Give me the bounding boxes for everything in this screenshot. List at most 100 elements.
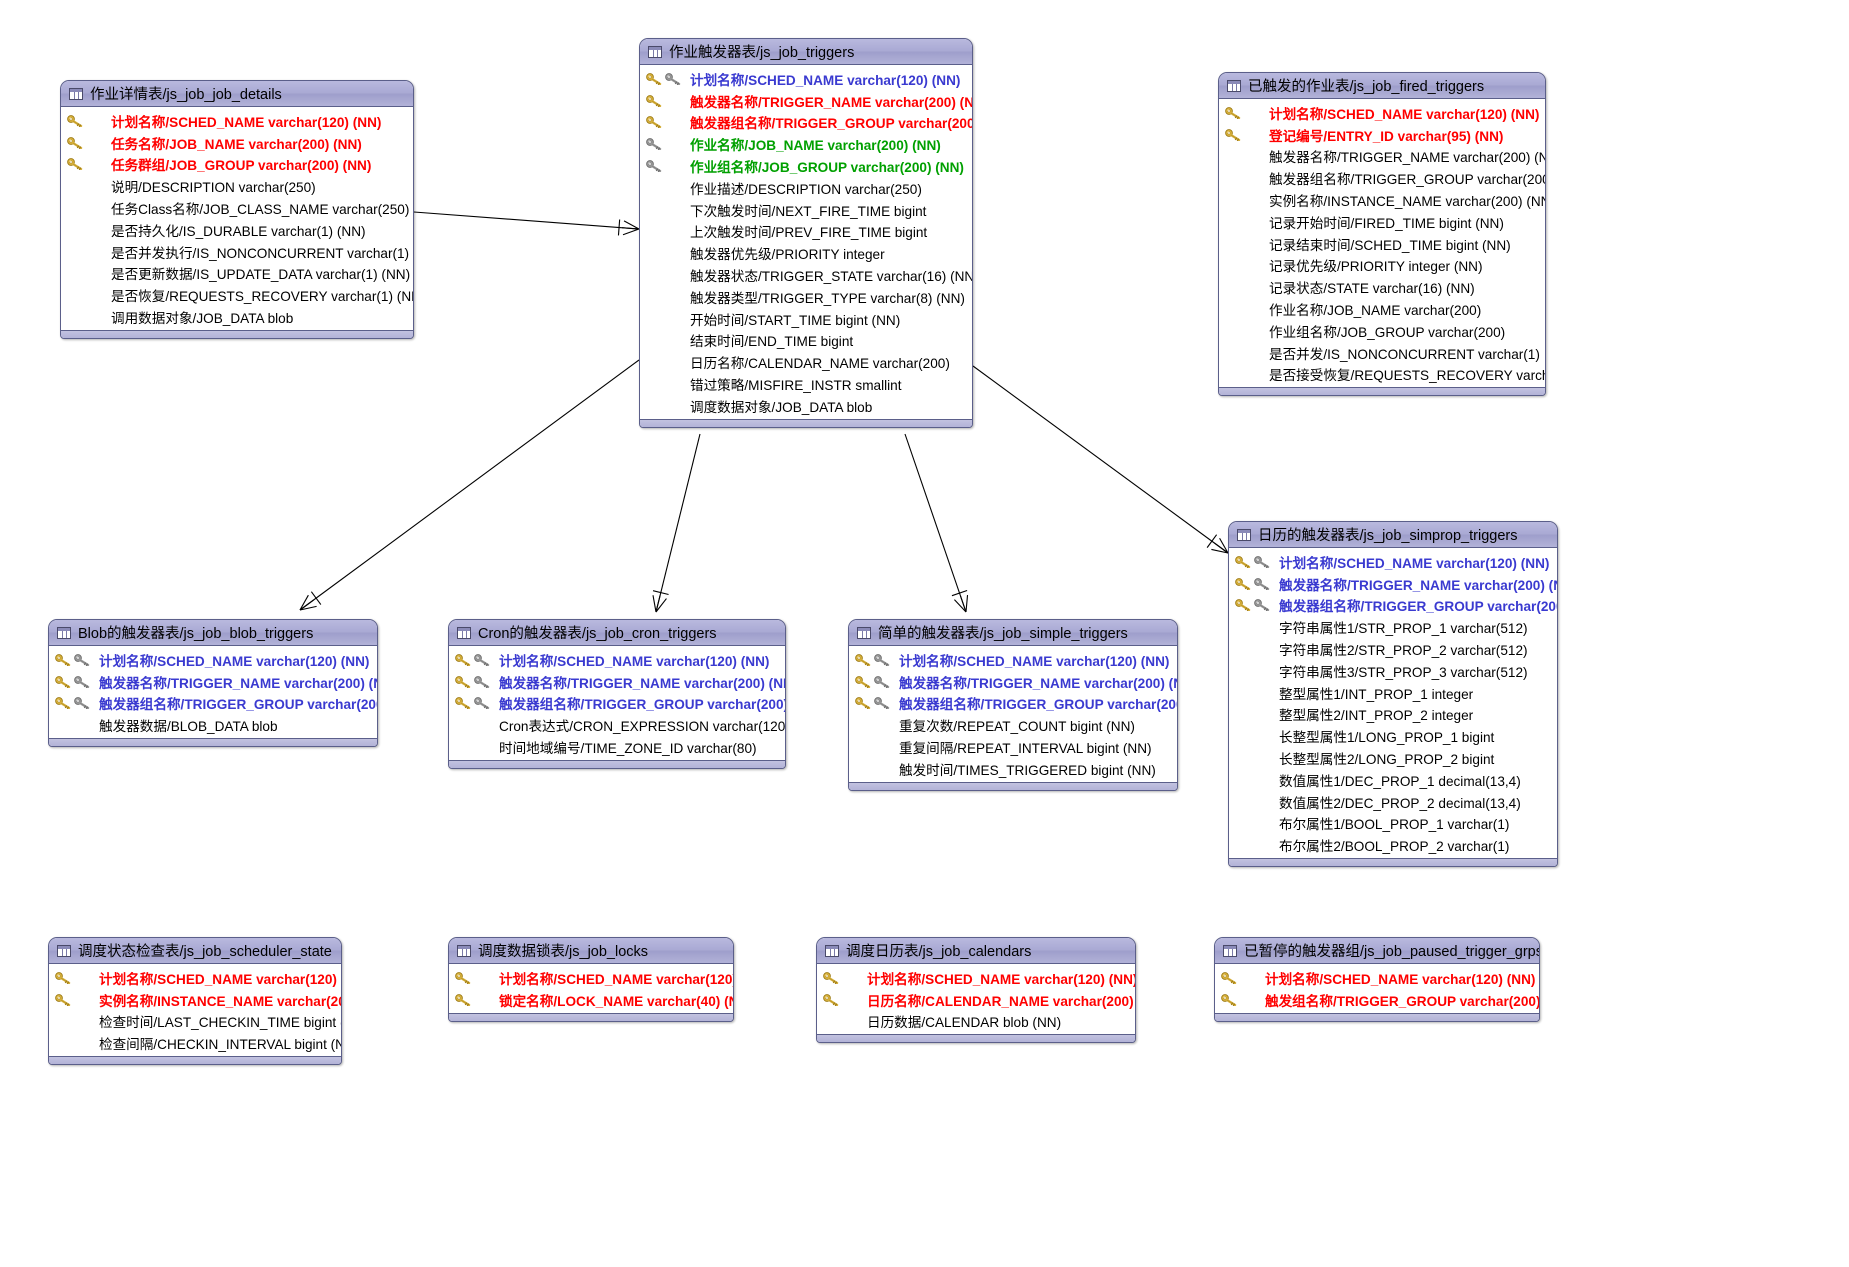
attribute-row[interactable]: 是否并发/IS_NONCONCURRENT varchar(1): [1219, 342, 1545, 364]
attribute-row[interactable]: 计划名称/SCHED_NAME varchar(120) (NN): [449, 649, 785, 671]
attribute-row[interactable]: Cron表达式/CRON_EXPRESSION varchar(120) (NN…: [449, 714, 785, 736]
attribute-row[interactable]: 触发组名称/TRIGGER_GROUP varchar(200) (NN): [1215, 989, 1539, 1011]
attribute-row[interactable]: 布尔属性2/BOOL_PROP_2 varchar(1): [1229, 834, 1557, 856]
attribute-row[interactable]: 作业名称/JOB_NAME varchar(200) (NN): [640, 133, 972, 155]
attribute-row[interactable]: 触发器名称/TRIGGER_NAME varchar(200) (NN): [1219, 146, 1545, 168]
attribute-row[interactable]: 计划名称/SCHED_NAME varchar(120) (NN): [849, 649, 1177, 671]
attribute-row[interactable]: 是否恢复/REQUESTS_RECOVERY varchar(1) (NN): [61, 284, 413, 306]
attribute-row[interactable]: 开始时间/START_TIME bigint (NN): [640, 308, 972, 330]
entity-simple_triggers[interactable]: 简单的触发器表/js_job_simple_triggers 计划名称/SCHED…: [848, 619, 1178, 791]
attribute-row[interactable]: 数值属性2/DEC_PROP_2 decimal(13,4): [1229, 791, 1557, 813]
attribute-row[interactable]: 触发器优先级/PRIORITY integer: [640, 242, 972, 264]
attribute-row[interactable]: 作业组名称/JOB_GROUP varchar(200): [1219, 320, 1545, 342]
entity-simprop_triggers[interactable]: 日历的触发器表/js_job_simprop_triggers 计划名称/SCHE…: [1228, 521, 1558, 868]
attribute-row[interactable]: 日历名称/CALENDAR_NAME varchar(200) (NN): [817, 989, 1135, 1011]
attribute-row[interactable]: 作业组名称/JOB_GROUP varchar(200) (NN): [640, 155, 972, 177]
attribute-row[interactable]: 记录开始时间/FIRED_TIME bigint (NN): [1219, 211, 1545, 233]
attribute-row[interactable]: 记录结束时间/SCHED_TIME bigint (NN): [1219, 233, 1545, 255]
attribute-row[interactable]: 长整型属性1/LONG_PROP_1 bigint: [1229, 725, 1557, 747]
entity-job_triggers[interactable]: 作业触发器表/js_job_triggers 计划名称/SCHED_NAME va…: [639, 38, 973, 428]
attribute-row[interactable]: 触发器组名称/TRIGGER_GROUP varchar(200) (NN): [849, 693, 1177, 715]
attribute-row[interactable]: 锁定名称/LOCK_NAME varchar(40) (NN): [449, 989, 733, 1011]
attribute-row[interactable]: 计划名称/SCHED_NAME varchar(120) (NN): [1219, 102, 1545, 124]
attribute-row[interactable]: 触发器组名称/TRIGGER_GROUP varchar(200) (NN): [49, 693, 377, 715]
attribute-row[interactable]: 调用数据对象/JOB_DATA blob: [61, 306, 413, 328]
attribute-row[interactable]: 上次触发时间/PREV_FIRE_TIME bigint: [640, 221, 972, 243]
attribute-row[interactable]: 作业描述/DESCRIPTION varchar(250): [640, 177, 972, 199]
attribute-row[interactable]: 任务Class名称/JOB_CLASS_NAME varchar(250) (N…: [61, 197, 413, 219]
attribute-row[interactable]: 整型属性1/INT_PROP_1 integer: [1229, 682, 1557, 704]
attribute-row[interactable]: 计划名称/SCHED_NAME varchar(120) (NN): [49, 649, 377, 671]
attribute-row[interactable]: 结束时间/END_TIME bigint: [640, 330, 972, 352]
entity-header-job_triggers[interactable]: 作业触发器表/js_job_triggers: [640, 39, 972, 65]
attribute-row[interactable]: 实例名称/INSTANCE_NAME varchar(200) (NN): [1219, 189, 1545, 211]
entity-header-calendars[interactable]: 调度日历表/js_job_calendars: [817, 938, 1135, 964]
attribute-row[interactable]: 计划名称/SCHED_NAME varchar(120) (NN): [640, 68, 972, 90]
attribute-row[interactable]: 触发器名称/TRIGGER_NAME varchar(200) (NN): [449, 671, 785, 693]
attribute-row[interactable]: 布尔属性1/BOOL_PROP_1 varchar(1): [1229, 813, 1557, 835]
entity-header-fired_triggers[interactable]: 已触发的作业表/js_job_fired_triggers: [1219, 73, 1545, 99]
attribute-row[interactable]: 触发器数据/BLOB_DATA blob: [49, 714, 377, 736]
attribute-row[interactable]: 任务群组/JOB_GROUP varchar(200) (NN): [61, 154, 413, 176]
attribute-row[interactable]: 检查时间/LAST_CHECKIN_TIME bigint (NN): [49, 1011, 341, 1033]
attribute-row[interactable]: 计划名称/SCHED_NAME varchar(120) (NN): [61, 110, 413, 132]
attribute-row[interactable]: 登记编号/ENTRY_ID varchar(95) (NN): [1219, 124, 1545, 146]
attribute-row[interactable]: 触发器组名称/TRIGGER_GROUP varchar(200) (NN): [449, 693, 785, 715]
attribute-row[interactable]: 触发器名称/TRIGGER_NAME varchar(200) (NN): [1229, 573, 1557, 595]
entity-header-paused_trigger_grps[interactable]: 已暂停的触发器组/js_job_paused_trigger_grps: [1215, 938, 1539, 964]
attribute-row[interactable]: 计划名称/SCHED_NAME varchar(120) (NN): [1215, 967, 1539, 989]
attribute-row[interactable]: 作业名称/JOB_NAME varchar(200): [1219, 298, 1545, 320]
entity-calendars[interactable]: 调度日历表/js_job_calendars 计划名称/SCHED_NAME va…: [816, 937, 1136, 1044]
attribute-row[interactable]: 触发器类型/TRIGGER_TYPE varchar(8) (NN): [640, 286, 972, 308]
attribute-row[interactable]: 记录状态/STATE varchar(16) (NN): [1219, 276, 1545, 298]
attribute-row[interactable]: 实例名称/INSTANCE_NAME varchar(200) (NN): [49, 989, 341, 1011]
entity-header-job_details[interactable]: 作业详情表/js_job_job_details: [61, 81, 413, 107]
entity-blob_triggers[interactable]: Blob的触发器表/js_job_blob_triggers 计划名称/SCHED…: [48, 619, 378, 748]
entity-paused_trigger_grps[interactable]: 已暂停的触发器组/js_job_paused_trigger_grps 计划名称/…: [1214, 937, 1540, 1022]
attribute-row[interactable]: 字符串属性1/STR_PROP_1 varchar(512): [1229, 616, 1557, 638]
attribute-row[interactable]: 日历数据/CALENDAR blob (NN): [817, 1011, 1135, 1033]
attribute-row[interactable]: 触发器名称/TRIGGER_NAME varchar(200) (NN): [49, 671, 377, 693]
entity-scheduler_state[interactable]: 调度状态检查表/js_job_scheduler_state 计划名称/SCHED…: [48, 937, 342, 1066]
entity-cron_triggers[interactable]: Cron的触发器表/js_job_cron_triggers 计划名称/SCHED…: [448, 619, 786, 769]
attribute-row[interactable]: 是否并发执行/IS_NONCONCURRENT varchar(1) (NN): [61, 241, 413, 263]
entity-header-cron_triggers[interactable]: Cron的触发器表/js_job_cron_triggers: [449, 620, 785, 646]
entity-header-blob_triggers[interactable]: Blob的触发器表/js_job_blob_triggers: [49, 620, 377, 646]
attribute-row[interactable]: 调度数据对象/JOB_DATA blob: [640, 395, 972, 417]
attribute-row[interactable]: 触发器组名称/TRIGGER_GROUP varchar(200) (NN): [1229, 595, 1557, 617]
attribute-row[interactable]: 日历名称/CALENDAR_NAME varchar(200): [640, 351, 972, 373]
attribute-row[interactable]: 计划名称/SCHED_NAME varchar(120) (NN): [817, 967, 1135, 989]
attribute-row[interactable]: 触发时间/TIMES_TRIGGERED bigint (NN): [849, 758, 1177, 780]
attribute-row[interactable]: 触发器名称/TRIGGER_NAME varchar(200) (NN): [640, 90, 972, 112]
attribute-row[interactable]: 记录优先级/PRIORITY integer (NN): [1219, 255, 1545, 277]
attribute-row[interactable]: 是否更新数据/IS_UPDATE_DATA varchar(1) (NN): [61, 263, 413, 285]
entity-header-scheduler_state[interactable]: 调度状态检查表/js_job_scheduler_state: [49, 938, 341, 964]
attribute-row[interactable]: 计划名称/SCHED_NAME varchar(120) (NN): [49, 967, 341, 989]
attribute-row[interactable]: 是否持久化/IS_DURABLE varchar(1) (NN): [61, 219, 413, 241]
attribute-row[interactable]: 是否接受恢复/REQUESTS_RECOVERY varchar(1): [1219, 364, 1545, 386]
entity-header-simprop_triggers[interactable]: 日历的触发器表/js_job_simprop_triggers: [1229, 522, 1557, 548]
entity-fired_triggers[interactable]: 已触发的作业表/js_job_fired_triggers 计划名称/SCHED_…: [1218, 72, 1546, 397]
attribute-row[interactable]: 长整型属性2/LONG_PROP_2 bigint: [1229, 747, 1557, 769]
attribute-row[interactable]: 字符串属性2/STR_PROP_2 varchar(512): [1229, 638, 1557, 660]
attribute-row[interactable]: 检查间隔/CHECKIN_INTERVAL bigint (NN): [49, 1032, 341, 1054]
entity-locks[interactable]: 调度数据锁表/js_job_locks 计划名称/SCHED_NAME varch…: [448, 937, 734, 1022]
entity-job_details[interactable]: 作业详情表/js_job_job_details 计划名称/SCHED_NAME …: [60, 80, 414, 339]
attribute-row[interactable]: 数值属性1/DEC_PROP_1 decimal(13,4): [1229, 769, 1557, 791]
attribute-row[interactable]: 重复间隔/REPEAT_INTERVAL bigint (NN): [849, 736, 1177, 758]
attribute-row[interactable]: 字符串属性3/STR_PROP_3 varchar(512): [1229, 660, 1557, 682]
attribute-row[interactable]: 触发器组名称/TRIGGER_GROUP varchar(200) (NN): [1219, 167, 1545, 189]
attribute-row[interactable]: 错过策略/MISFIRE_INSTR smallint: [640, 373, 972, 395]
attribute-row[interactable]: 触发器组名称/TRIGGER_GROUP varchar(200) (NN): [640, 112, 972, 134]
attribute-row[interactable]: 下次触发时间/NEXT_FIRE_TIME bigint: [640, 199, 972, 221]
entity-header-simple_triggers[interactable]: 简单的触发器表/js_job_simple_triggers: [849, 620, 1177, 646]
attribute-row[interactable]: 计划名称/SCHED_NAME varchar(120) (NN): [1229, 551, 1557, 573]
attribute-row[interactable]: 说明/DESCRIPTION varchar(250): [61, 175, 413, 197]
attribute-row[interactable]: 任务名称/JOB_NAME varchar(200) (NN): [61, 132, 413, 154]
attribute-row[interactable]: 重复次数/REPEAT_COUNT bigint (NN): [849, 714, 1177, 736]
entity-header-locks[interactable]: 调度数据锁表/js_job_locks: [449, 938, 733, 964]
attribute-row[interactable]: 触发器名称/TRIGGER_NAME varchar(200) (NN): [849, 671, 1177, 693]
attribute-row[interactable]: 计划名称/SCHED_NAME varchar(120) (NN): [449, 967, 733, 989]
attribute-row[interactable]: 触发器状态/TRIGGER_STATE varchar(16) (NN): [640, 264, 972, 286]
attribute-row[interactable]: 时间地域编号/TIME_ZONE_ID varchar(80): [449, 736, 785, 758]
